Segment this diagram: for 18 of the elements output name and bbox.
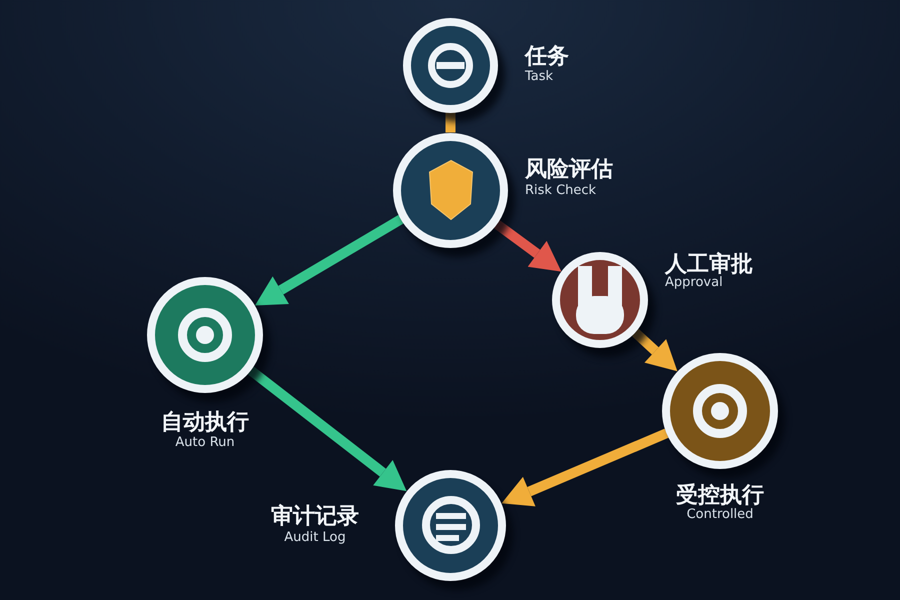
node-subtitle: Audit Log	[284, 530, 346, 546]
node-title: 风险评估	[525, 157, 613, 183]
node-title: 人工审批	[665, 252, 753, 277]
arrow	[502, 428, 669, 506]
node-title: 受控执行	[676, 483, 764, 508]
node-title: 审计记录	[271, 504, 359, 530]
node-title: 自动执行	[161, 410, 249, 436]
arrow	[632, 328, 678, 372]
arrow	[494, 220, 562, 272]
arrow	[254, 214, 404, 306]
node-subtitle: Auto Run	[175, 435, 235, 451]
node-subtitle: Approval	[665, 275, 723, 291]
node-title: 任务	[525, 44, 569, 70]
node-subtitle: Task	[525, 69, 554, 85]
node-subtitle: Controlled	[686, 507, 754, 523]
connector-line	[446, 112, 456, 132]
arrow	[248, 366, 407, 492]
node-subtitle: Risk Check	[525, 183, 596, 199]
